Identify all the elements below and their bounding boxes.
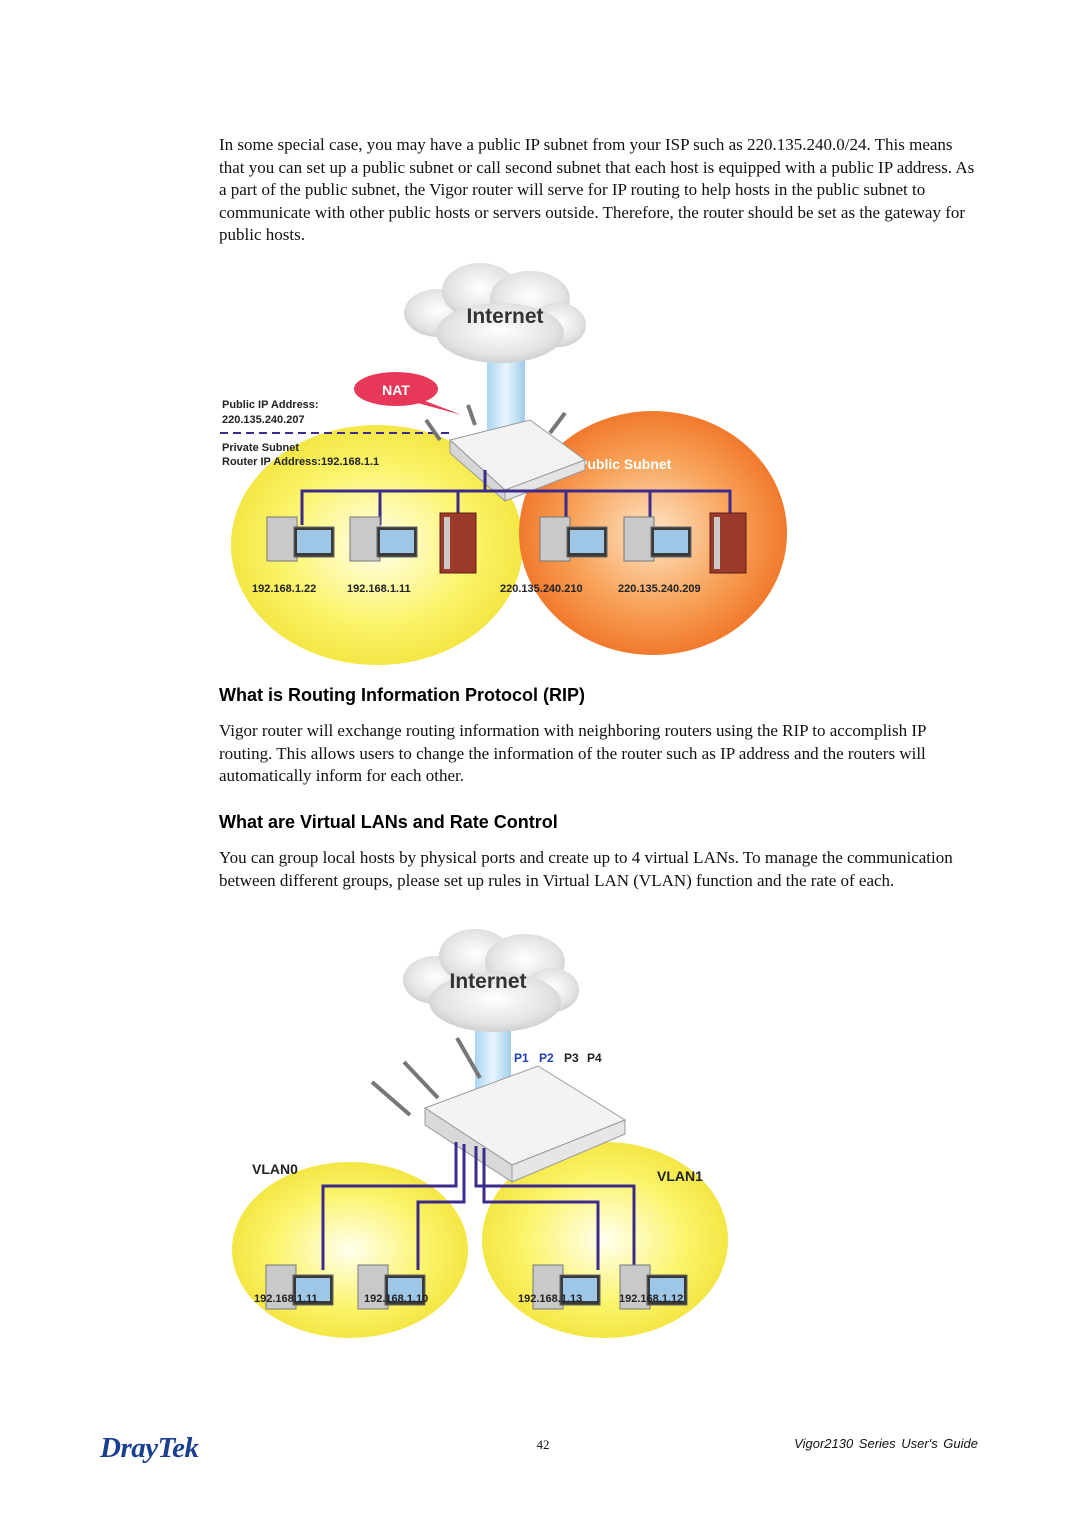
pc-icon <box>539 516 608 562</box>
vlan1-label: VLAN1 <box>657 1168 703 1184</box>
port-label: P1 <box>514 1051 529 1065</box>
vlan0-zone <box>232 1162 468 1338</box>
public-ip-value: 220.135.240.207 <box>222 414 305 426</box>
host-ip-label: 192.168.1.22 <box>252 583 316 595</box>
pc-icon <box>619 1264 688 1310</box>
pc-icon <box>265 1264 334 1310</box>
intro-paragraph: In some special case, you may have a pub… <box>219 135 975 244</box>
vlan0-label: VLAN0 <box>252 1161 298 1177</box>
pc-icon <box>532 1264 601 1310</box>
host-ip-label: 220.135.240.209 <box>618 583 701 595</box>
server-icon <box>709 512 747 574</box>
cloud-label: Internet <box>449 970 526 993</box>
public-subnet-label: Public Subnet <box>578 456 672 472</box>
port-label: P3 <box>564 1051 579 1065</box>
router-ip-label: Router IP Address:192.168.1.1 <box>222 456 379 468</box>
private-subnet-label: Private Subnet <box>222 442 299 454</box>
rip-heading: What is Routing Information Protocol (RI… <box>219 685 585 705</box>
pc-icon <box>623 516 692 562</box>
guide-title: Vigor2130 Series User's Guide <box>794 1436 978 1451</box>
pc-icon <box>349 516 418 562</box>
host-ip-label: 192.168.1.10 <box>364 1293 428 1305</box>
svg-text:NAT: NAT <box>382 382 410 398</box>
internet-cloud: Internet <box>403 929 579 1032</box>
vlan-diagram: Internet P1 P2 P3 P4 VLAN0 VLAN1 <box>232 929 728 1338</box>
public-subnet-diagram: Internet NAT Public IP Address: 220.135.… <box>220 263 787 665</box>
nat-badge: NAT <box>354 372 462 415</box>
pc-icon <box>357 1264 426 1310</box>
rip-paragraph: Vigor router will exchange routing infor… <box>219 721 926 785</box>
vlan-heading: What are Virtual LANs and Rate Control <box>219 812 558 832</box>
public-ip-label: Public IP Address: <box>222 399 319 411</box>
internet-cloud: Internet <box>404 263 586 363</box>
router-icon <box>370 1037 627 1183</box>
host-ip-label: 192.168.1.11 <box>347 583 411 595</box>
cloud-label: Internet <box>466 305 543 328</box>
server-icon <box>439 512 477 574</box>
page-number: 42 <box>536 1437 550 1452</box>
host-ip-label: 192.168.1.13 <box>518 1293 582 1305</box>
host-ip-label: 220.135.240.210 <box>500 583 583 595</box>
pc-icon <box>266 516 335 562</box>
port-label: P4 <box>587 1051 602 1065</box>
host-ip-label: 192.168.1.11 <box>254 1293 318 1305</box>
port-label: P2 <box>539 1051 554 1065</box>
vlan-paragraph: You can group local hosts by physical po… <box>219 848 953 890</box>
vlan-cables <box>321 1142 636 1270</box>
draytek-logo: DrayTek <box>100 1432 199 1464</box>
host-ip-label: 192.168.1.12 <box>619 1293 683 1305</box>
